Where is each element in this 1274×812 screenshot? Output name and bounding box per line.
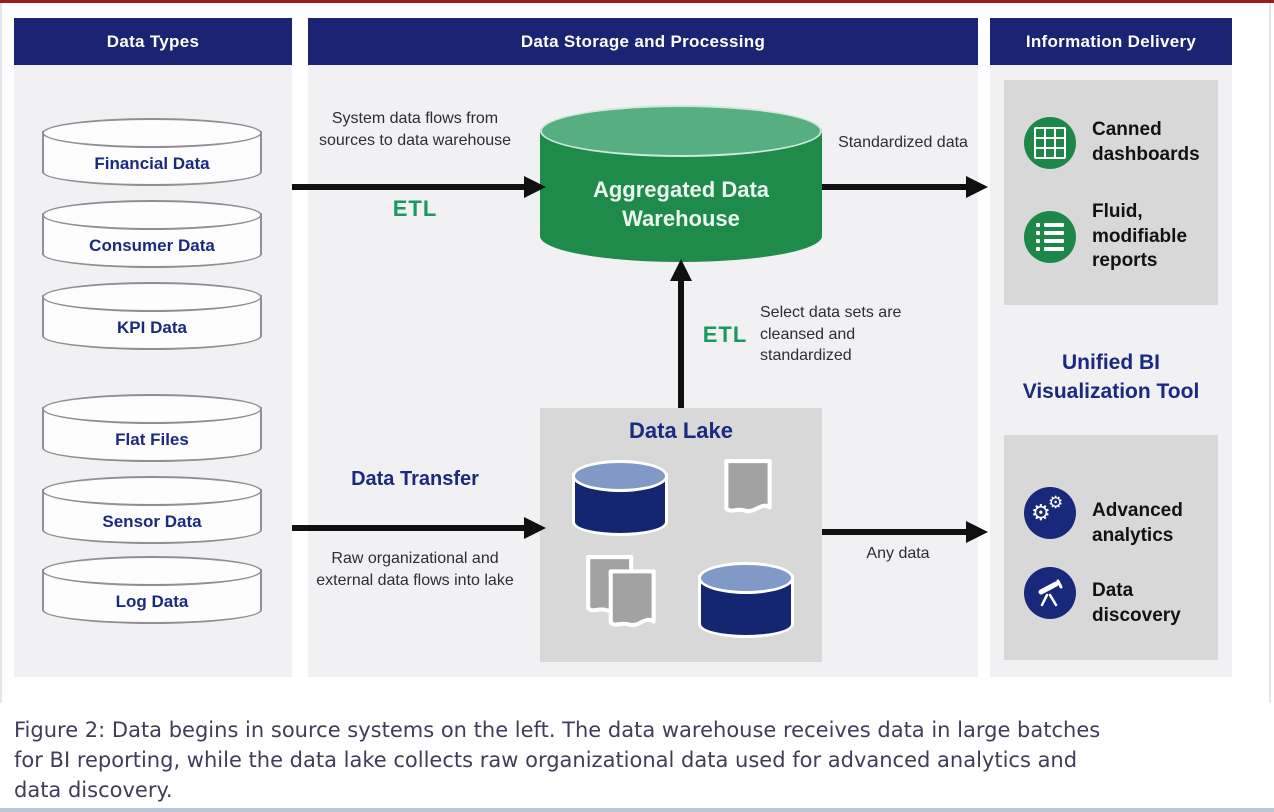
list-icon [1024, 211, 1076, 263]
cylinder-top [42, 200, 262, 230]
cylinder-top [42, 476, 262, 506]
any-data-note: Any data [866, 545, 930, 562]
data-transfer-note: Raw organizational and external data flo… [316, 550, 514, 589]
cylinder-top [42, 556, 262, 586]
source-label: Consumer Data [89, 236, 215, 255]
etl-arrow [292, 184, 524, 190]
cylinder-top [42, 118, 262, 148]
etl-mid-note: Select data sets are cleansed and standa… [760, 304, 902, 365]
data-types-header-label: Data Types [106, 31, 200, 51]
any-data-arrow [822, 529, 970, 535]
data-transfer-label: Data Transfer [351, 468, 479, 490]
lake-outputs-box: ⚙⚙ Advanced analytics Data discovery [1004, 435, 1218, 660]
caption-line: data discovery. [14, 777, 173, 802]
etl-up-arrow [678, 280, 684, 408]
standardized-data-arrowhead [966, 176, 988, 198]
etl-top-label: ETL [392, 196, 438, 221]
etl-up-arrowhead [670, 259, 692, 281]
lake-database-icon [698, 562, 794, 638]
caption-line: Figure 2: Data begins in source systems … [14, 718, 1101, 742]
cylinder-top [572, 460, 668, 492]
warehouse-label: Aggregated Data Warehouse [592, 176, 770, 231]
source-cylinder-kpi-data: KPI Data [42, 282, 262, 350]
warehouse-outputs-box: Canned dashboards Fluid, modifiable repo… [1004, 80, 1218, 305]
grid-icon [1024, 117, 1076, 169]
data-lake-title: Data Lake [629, 418, 733, 443]
figure-caption: Figure 2: Data begins in source systems … [14, 716, 1254, 805]
storage-header-label: Data Storage and Processing [520, 31, 766, 51]
data-transfer-arrowhead [524, 517, 546, 539]
document-icon [722, 458, 774, 529]
gears-icon: ⚙⚙ [1024, 487, 1076, 539]
storage-header: Data Storage and Processing [308, 18, 978, 65]
fluid-reports-label: Fluid, modifiable reports [1092, 201, 1188, 272]
standardized-data-note: Standardized data [838, 134, 968, 151]
delivery-header-label: Information Delivery [1025, 31, 1197, 51]
aggregated-data-warehouse-cylinder: Aggregated Data Warehouse [540, 105, 822, 262]
telescope-icon [1024, 567, 1076, 619]
caption-line: for BI reporting, while the data lake co… [14, 747, 1078, 772]
right-edge-rule [1269, 3, 1271, 703]
cylinder-top [42, 394, 262, 424]
unified-bi-tool-label: Unified BI Visualization Tool [1022, 351, 1200, 404]
standardized-data-arrow [822, 184, 970, 190]
canned-dashboards-label: Canned dashboards [1092, 119, 1200, 165]
left-edge-rule [0, 3, 2, 703]
source-cylinder-log-data: Log Data [42, 556, 262, 624]
etl-arrowhead [524, 176, 546, 198]
lake-database-icon [572, 460, 668, 536]
source-label: KPI Data [117, 318, 187, 337]
source-cylinder-sensor-data: Sensor Data [42, 476, 262, 544]
data-types-header: Data Types [14, 18, 292, 65]
source-label: Flat Files [115, 430, 189, 449]
bottom-blue-rule [0, 808, 1274, 812]
any-data-arrowhead [966, 521, 988, 543]
data-transfer-arrow [292, 525, 524, 531]
etl-mid-label: ETL [702, 322, 748, 347]
top-red-rule [0, 0, 1274, 3]
source-cylinder-financial-data: Financial Data [42, 118, 262, 186]
cylinder-top [42, 282, 262, 312]
cylinder-top [540, 105, 822, 157]
source-label: Sensor Data [102, 512, 202, 531]
data-discovery-label: Data discovery [1092, 580, 1181, 626]
etl-top-note: System data flows from sources to data w… [318, 110, 512, 149]
documents-stack-icon [584, 554, 664, 649]
source-cylinder-consumer-data: Consumer Data [42, 200, 262, 268]
delivery-header: Information Delivery [990, 18, 1232, 65]
source-label: Financial Data [94, 154, 210, 173]
source-cylinder-flat-files: Flat Files [42, 394, 262, 462]
source-label: Log Data [115, 592, 189, 611]
data-lake-box: Data Lake [540, 408, 822, 662]
cylinder-top [698, 562, 794, 594]
advanced-analytics-label: Advanced analytics [1092, 500, 1183, 546]
